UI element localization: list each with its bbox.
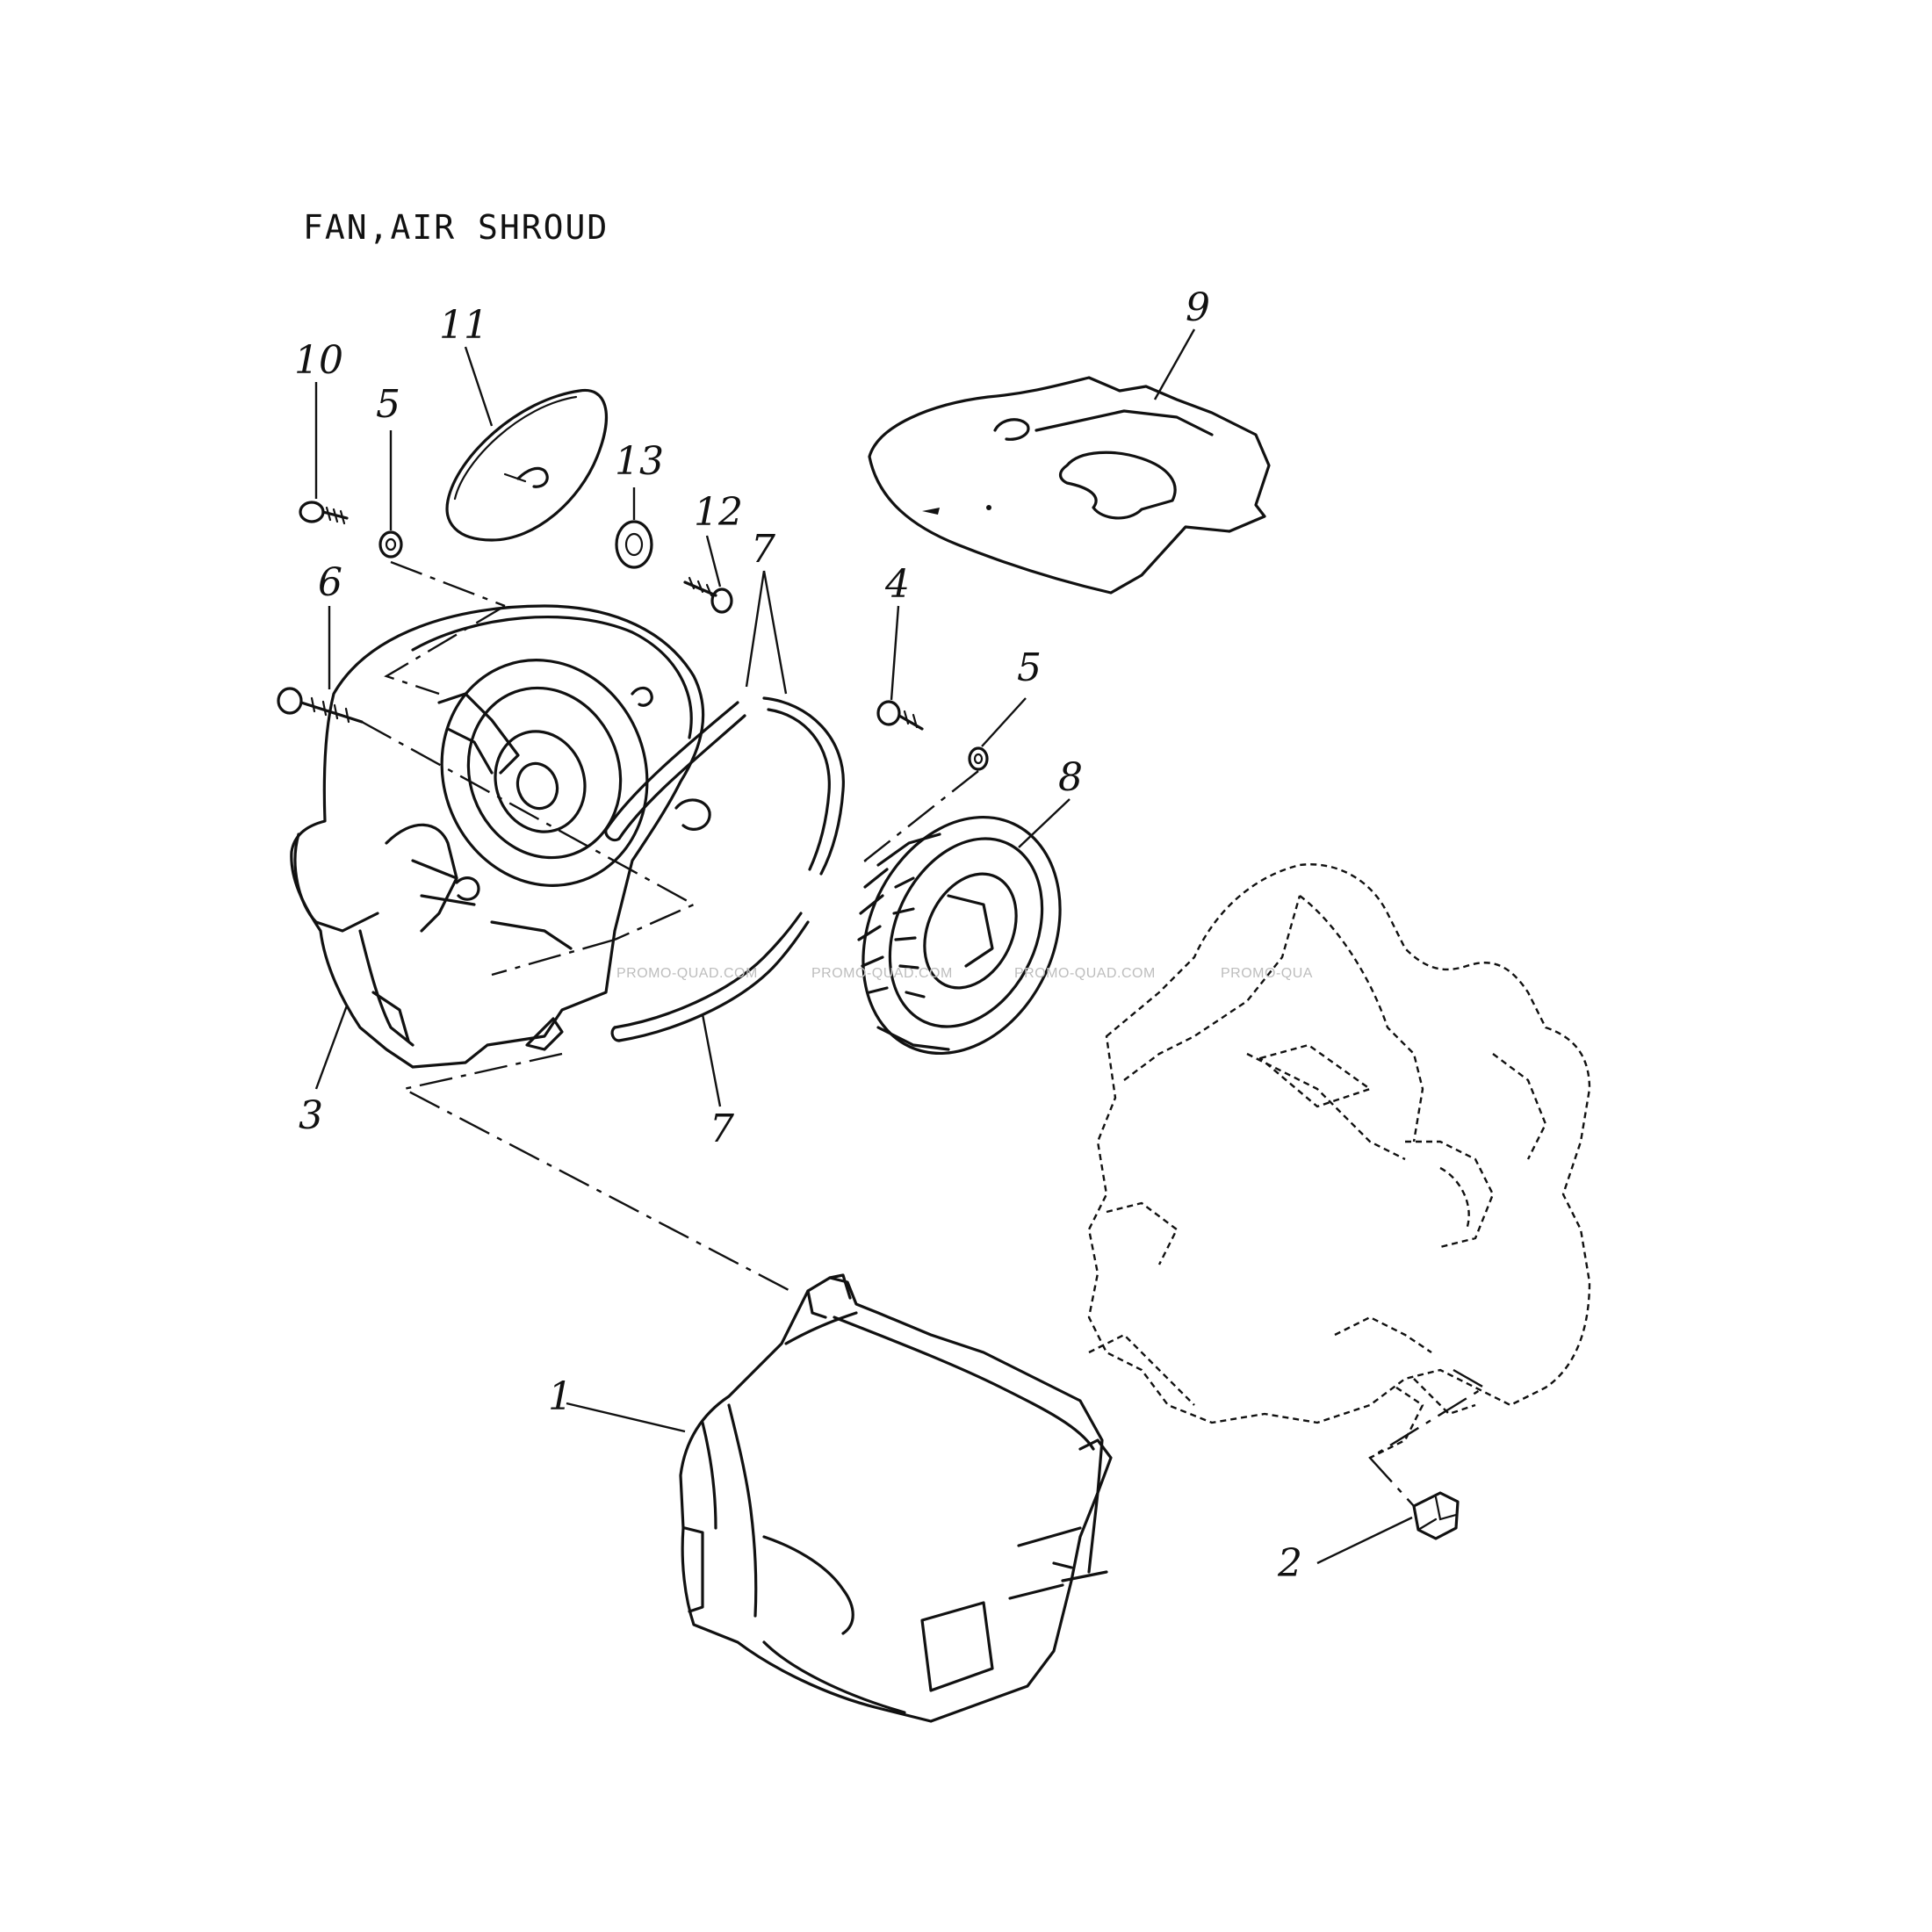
leader-lines	[314, 328, 1413, 1565]
watermark-text-4: PROMO-QUA	[1221, 966, 1313, 981]
watermark-text-3: PROMO-QUAD.COM	[1014, 966, 1156, 981]
part-6-bolt	[277, 687, 364, 724]
callout-8: 8	[1058, 755, 1083, 800]
part-5-washer-right	[968, 746, 989, 771]
callout-2: 2	[1277, 1541, 1302, 1586]
diagram-title: FAN,AIR SHROUD	[303, 208, 609, 247]
callout-13: 13	[615, 439, 664, 484]
part-7-hose-upper-left	[604, 701, 746, 842]
callout-numbers: 1 2 3 4 5 5 6 7 7 8 9 10 11 12 13	[294, 285, 1302, 1586]
part-12-screw	[683, 576, 733, 614]
engine-ghost-outline	[1087, 863, 1591, 1460]
callout-10: 10	[294, 338, 343, 383]
callout-5-right: 5	[1017, 645, 1042, 690]
part-9-shield-plate	[868, 376, 1271, 595]
watermark: PROMO-QUAD.COM PROMO-QUAD.COM PROMO-QUAD…	[616, 966, 1313, 981]
callout-11: 11	[439, 303, 488, 348]
callout-7-lower: 7	[710, 1107, 734, 1151]
watermark-text-2: PROMO-QUAD.COM	[811, 966, 953, 981]
part-7-hose-upper-right	[762, 696, 845, 876]
part-8-cooling-fan	[857, 815, 1062, 1056]
callout-6: 6	[318, 560, 342, 605]
callout-9: 9	[1186, 285, 1210, 330]
callout-7-upper: 7	[751, 527, 775, 572]
callout-5-top: 5	[376, 382, 400, 427]
part-7-hose-lower	[610, 912, 810, 1042]
callout-1: 1	[548, 1374, 573, 1419]
part-4-bolt	[876, 700, 924, 731]
callout-4: 4	[884, 562, 910, 607]
part-2-clip	[1412, 1491, 1460, 1540]
callout-3: 3	[299, 1093, 323, 1138]
part-1-air-shroud	[679, 1273, 1113, 1723]
part-5-washer-top	[378, 530, 403, 559]
assembly-lines	[361, 560, 1487, 1507]
watermark-text-1: PROMO-QUAD.COM	[616, 966, 758, 981]
part-13-washer	[615, 520, 653, 569]
part-10-bolt	[299, 501, 349, 525]
part-3-fan-housing	[290, 604, 711, 1069]
callout-12: 12	[694, 490, 743, 535]
part-11-cover-plate	[445, 388, 608, 542]
